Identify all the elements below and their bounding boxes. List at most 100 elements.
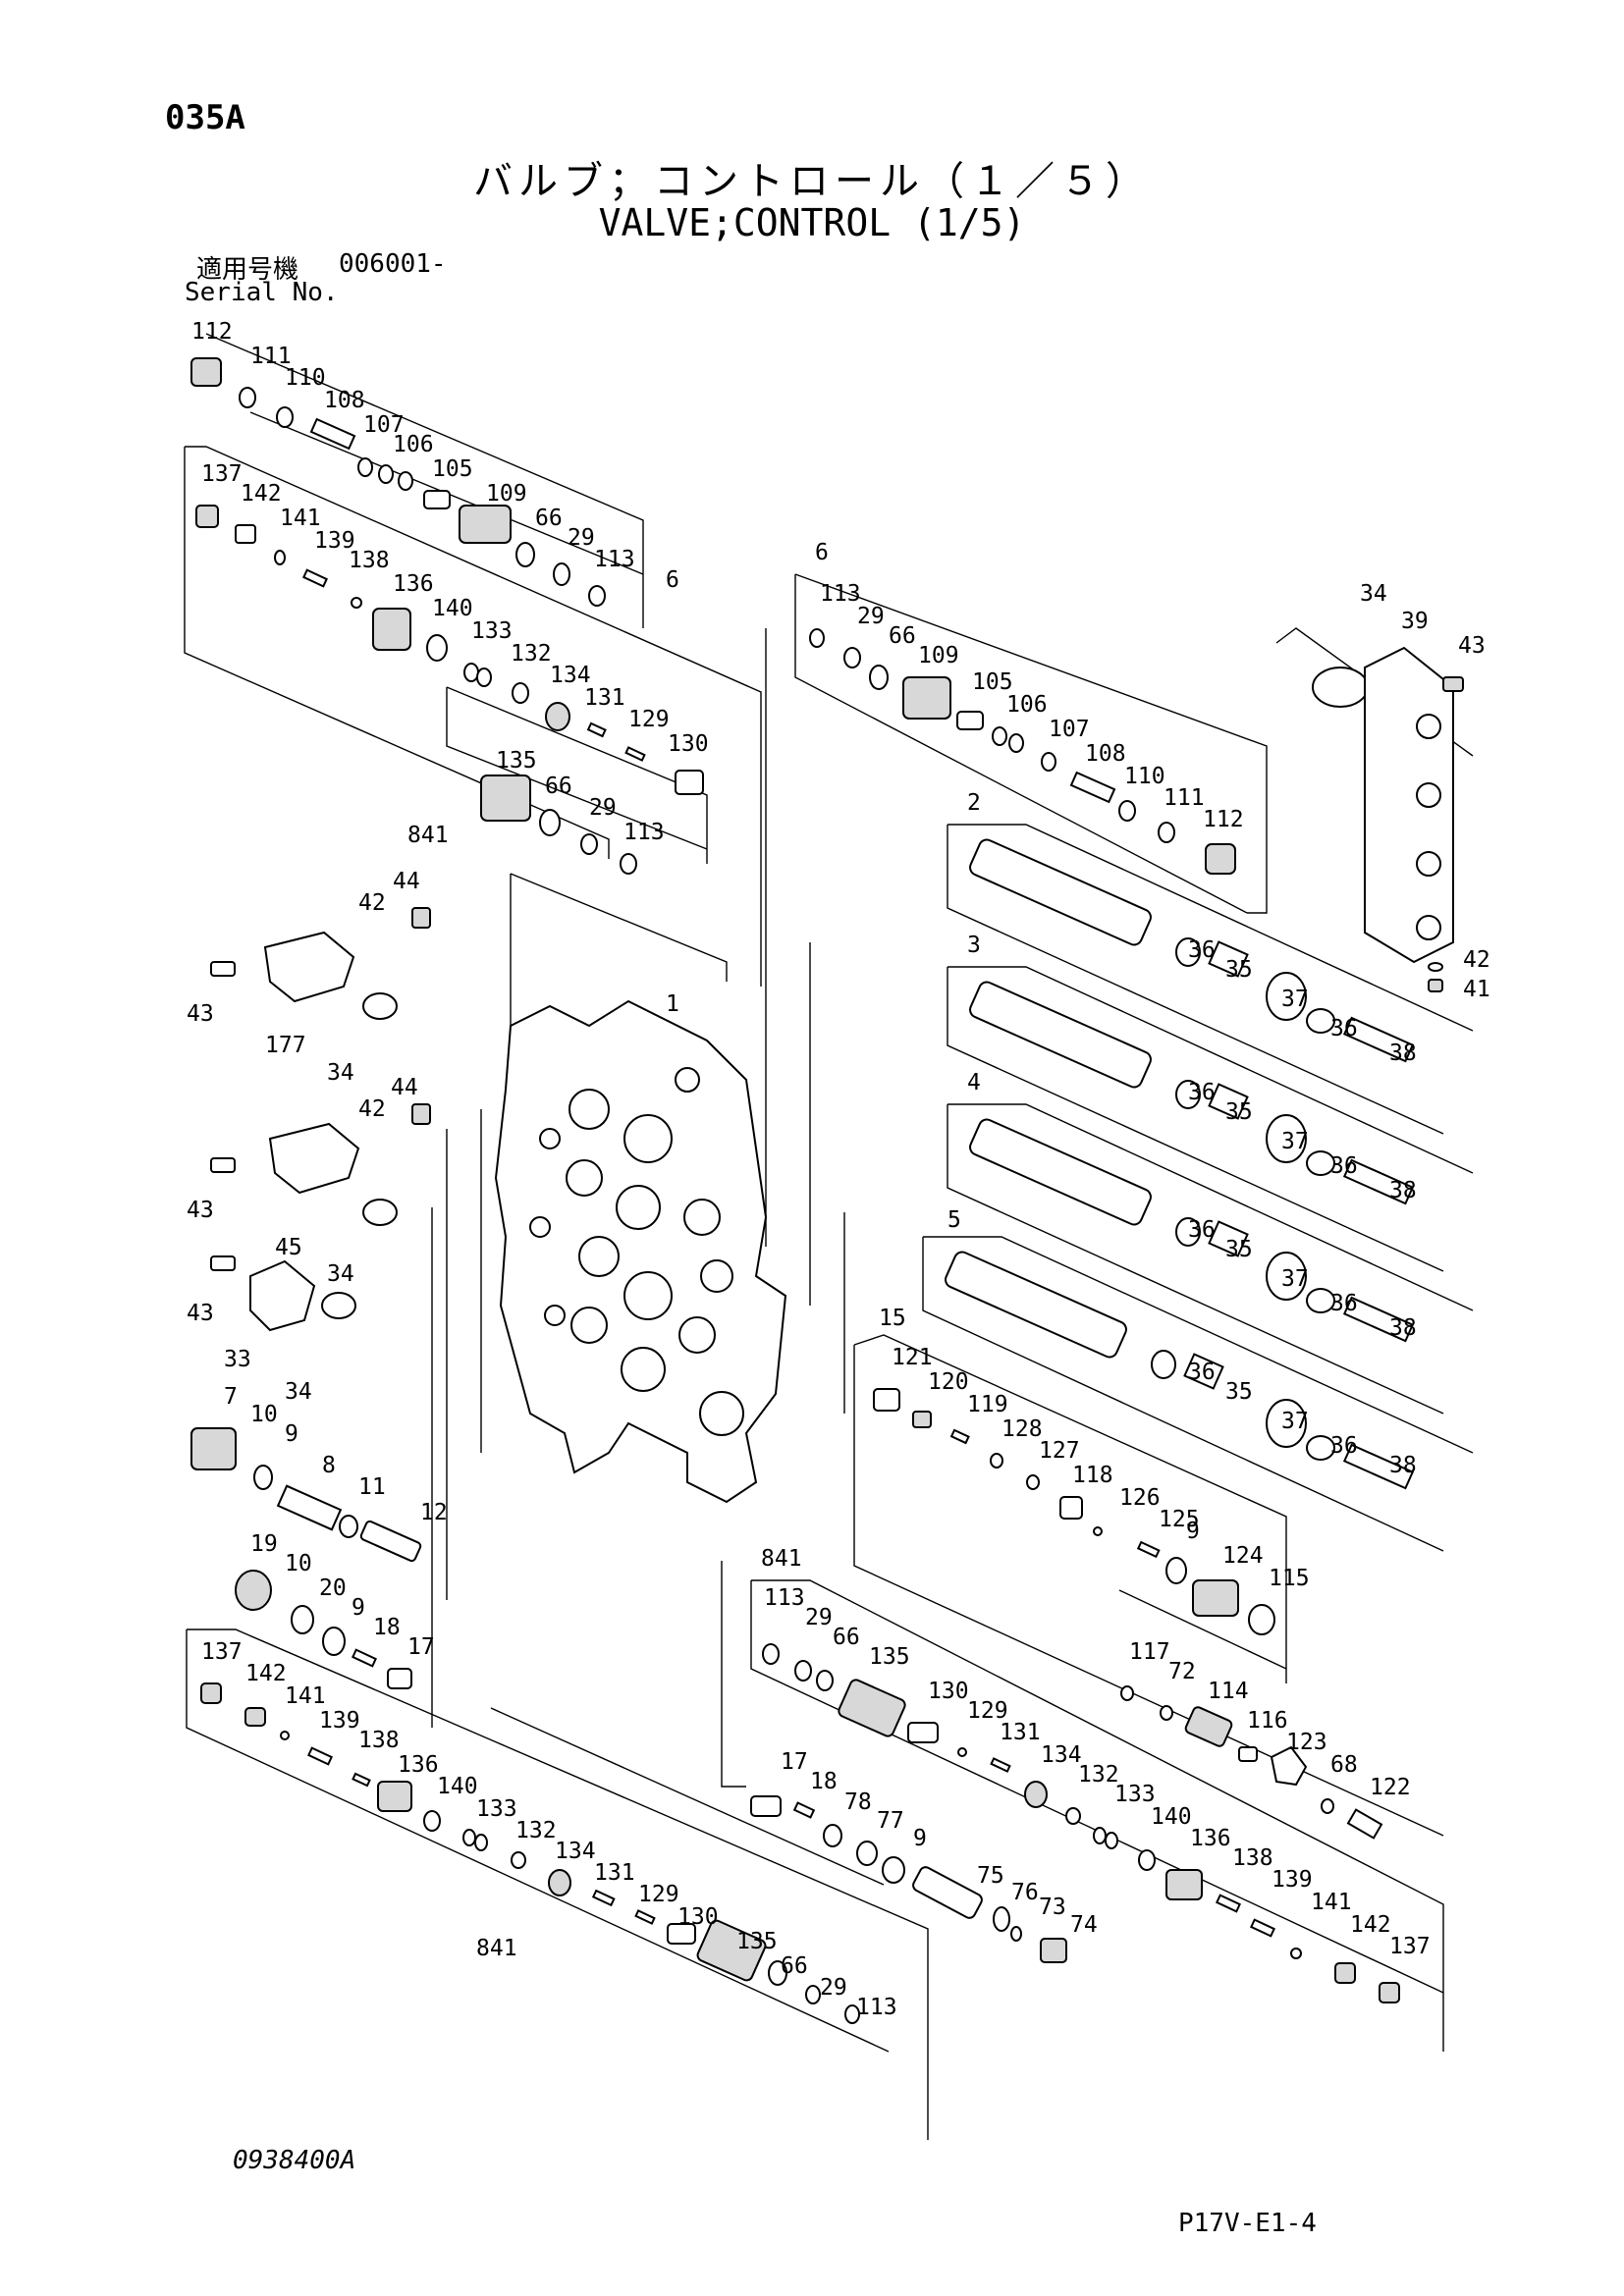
spool-3 — [969, 981, 1415, 1205]
callout-140: 140 — [1151, 1804, 1192, 1830]
callout-38: 38 — [1389, 1315, 1417, 1341]
callout-6: 6 — [815, 540, 829, 565]
callout-130: 130 — [668, 731, 709, 757]
callout-66: 66 — [535, 506, 563, 531]
callout-3: 3 — [967, 933, 981, 958]
callout-133: 133 — [471, 618, 513, 644]
callout-113: 113 — [856, 1995, 897, 2020]
serial-label-en: Serial No. — [185, 278, 339, 307]
callout-112: 112 — [191, 319, 233, 345]
callout-36: 36 — [1330, 1016, 1358, 1041]
callout-36: 36 — [1188, 1080, 1216, 1105]
callout-128: 128 — [1001, 1416, 1043, 1442]
callout-36: 36 — [1188, 937, 1216, 963]
callout-44: 44 — [393, 869, 420, 894]
page-title-jp: バルブ；コントロール（１／５） — [473, 159, 1151, 204]
callout-36: 36 — [1330, 1433, 1358, 1459]
callout-5: 5 — [947, 1207, 961, 1233]
callout-113: 113 — [623, 820, 665, 845]
callout-35: 35 — [1225, 957, 1253, 983]
callout-15: 15 — [879, 1306, 906, 1331]
callout-74: 74 — [1070, 1912, 1098, 1938]
callout-142: 142 — [1350, 1912, 1391, 1938]
callout-115: 115 — [1269, 1566, 1310, 1591]
callout-129: 129 — [628, 707, 670, 732]
callout-134: 134 — [550, 663, 591, 688]
callout-45: 45 — [275, 1235, 302, 1260]
callout-42: 42 — [358, 890, 386, 916]
callout-66: 66 — [545, 774, 572, 799]
callout-131: 131 — [1000, 1720, 1041, 1745]
callout-6: 6 — [666, 567, 679, 593]
callout-37: 37 — [1281, 1129, 1309, 1154]
callout-38: 38 — [1389, 1453, 1417, 1478]
spool-5 — [945, 1251, 1415, 1490]
callout-107: 107 — [1049, 717, 1090, 742]
callout-136: 136 — [393, 571, 434, 597]
callout-119: 119 — [967, 1392, 1008, 1417]
callout-123: 123 — [1286, 1730, 1327, 1755]
callout-133: 133 — [476, 1796, 517, 1822]
callout-130: 130 — [677, 1904, 719, 1930]
callout-109: 109 — [918, 643, 959, 668]
callout-109: 109 — [486, 481, 527, 507]
callout-132: 132 — [1078, 1762, 1119, 1788]
callout-66: 66 — [833, 1625, 860, 1650]
callout-34: 34 — [327, 1261, 354, 1287]
callout-132: 132 — [511, 641, 552, 667]
callout-117: 117 — [1129, 1639, 1170, 1665]
callout-121: 121 — [892, 1345, 933, 1370]
callout-42: 42 — [1463, 947, 1490, 973]
callout-141: 141 — [1311, 1890, 1352, 1915]
callout-41: 41 — [1463, 977, 1490, 1002]
callout-29: 29 — [857, 604, 885, 629]
callout-72: 72 — [1168, 1659, 1196, 1684]
callout-76: 76 — [1011, 1880, 1039, 1905]
callout-9: 9 — [352, 1595, 365, 1621]
valve-body — [494, 999, 787, 1504]
callout-131: 131 — [594, 1860, 635, 1886]
callout-43: 43 — [1458, 633, 1486, 659]
callout-17: 17 — [781, 1749, 808, 1775]
callout-133: 133 — [1114, 1782, 1156, 1807]
callout-124: 124 — [1222, 1543, 1264, 1569]
callout-44: 44 — [391, 1075, 418, 1100]
callout-18: 18 — [810, 1769, 838, 1794]
callout-136: 136 — [398, 1752, 439, 1778]
callout-37: 37 — [1281, 1409, 1309, 1434]
callout-4: 4 — [967, 1070, 981, 1095]
callout-68: 68 — [1330, 1752, 1358, 1778]
callout-137: 137 — [1389, 1934, 1431, 1959]
callout-9: 9 — [285, 1421, 298, 1447]
callout-75: 75 — [977, 1863, 1004, 1889]
callout-112: 112 — [1203, 807, 1244, 832]
callout-36: 36 — [1188, 1360, 1216, 1385]
callout-140: 140 — [437, 1774, 478, 1799]
callout-37: 37 — [1281, 1266, 1309, 1292]
callout-138: 138 — [1232, 1845, 1273, 1871]
callout-36: 36 — [1330, 1291, 1358, 1316]
parts — [190, 357, 1464, 2024]
callout-129: 129 — [638, 1882, 679, 1907]
callout-34: 34 — [1360, 581, 1387, 607]
callout-106: 106 — [393, 432, 434, 457]
callout-8: 8 — [322, 1453, 336, 1478]
callout-9: 9 — [1186, 1519, 1200, 1544]
callout-34: 34 — [285, 1379, 312, 1405]
callout-29: 29 — [820, 1975, 847, 2001]
serial-label-jp: 適用号機 — [196, 255, 299, 285]
callout-11: 11 — [358, 1474, 386, 1500]
callout-20: 20 — [319, 1575, 347, 1601]
callout-177: 177 — [265, 1033, 306, 1058]
callout-43: 43 — [187, 1001, 214, 1027]
callout-134: 134 — [555, 1839, 596, 1864]
callout-141: 141 — [285, 1683, 326, 1709]
callout-66: 66 — [889, 623, 916, 649]
callout-108: 108 — [324, 388, 365, 413]
callout-105: 105 — [432, 456, 473, 482]
callout-111: 111 — [1164, 785, 1205, 811]
callout-9: 9 — [913, 1826, 927, 1851]
callout-138: 138 — [349, 548, 390, 573]
callout-129: 129 — [967, 1698, 1008, 1724]
